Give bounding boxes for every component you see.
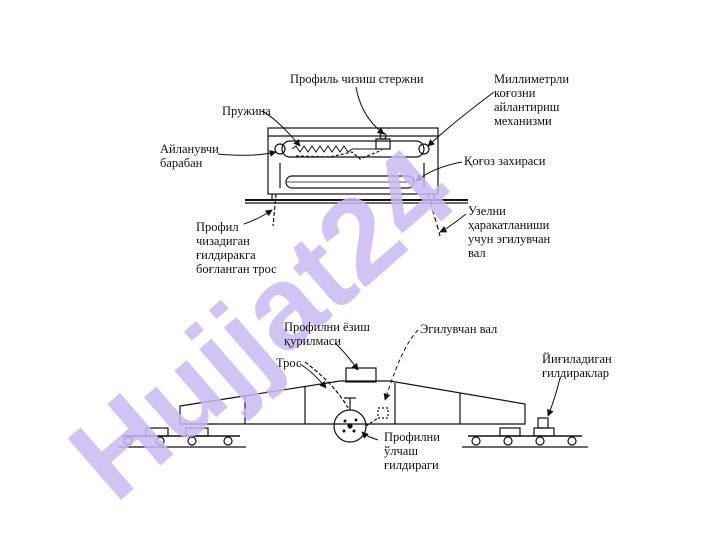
profilograph-frame <box>118 361 588 448</box>
label-profile-rod: Профиль чизиш стержни <box>290 72 424 86</box>
label-paper-mechanism: Миллиметрли коғозни айлантириш механизми <box>494 72 570 128</box>
bottom-cable <box>304 361 349 409</box>
label-cable: Трос <box>276 356 302 370</box>
recorder-unit <box>245 127 468 237</box>
label-folding-wheels: Йиғиладиган ғилдираклар <box>542 352 612 380</box>
bottom-leaders <box>299 329 561 441</box>
label-spring: Пружина <box>222 104 271 118</box>
recorder-housing <box>267 127 439 195</box>
truss-body <box>179 380 526 425</box>
spring <box>291 145 378 153</box>
cable-line <box>272 193 277 227</box>
rotating-drum <box>281 140 425 158</box>
label-paper-reserve: Қоғоз захираси <box>464 154 546 168</box>
label-flexible-shaft-bottom: Эгилувчан вал <box>420 322 498 336</box>
label-cable-to-wheel: Профил чизадиган ғилдиракга боғланган тр… <box>196 220 277 276</box>
label-measuring-wheel: Профилни ўлчаш ғилдираги <box>384 430 440 472</box>
drawn-profile <box>295 149 383 160</box>
label-rotating-drum: Айланувчи барабан <box>160 142 219 170</box>
top-leaders <box>217 86 495 233</box>
label-flexible-shaft-top: Узелни ҳаракатланиши учун эгилувчан вал <box>468 204 551 260</box>
label-recorder-device: Профилни ёзиш қурилмаси <box>284 320 370 348</box>
flex-shaft-line <box>427 193 441 237</box>
recorder-box <box>345 367 377 383</box>
